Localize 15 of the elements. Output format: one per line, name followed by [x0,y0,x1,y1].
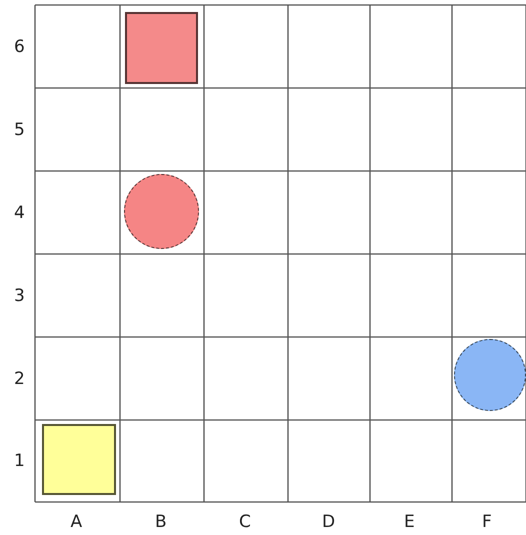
row-label: 3 [14,286,25,306]
column-label: E [404,512,415,532]
row-label: 6 [14,36,25,56]
row-label: 1 [14,451,25,471]
column-label: F [482,512,492,532]
column-label: A [70,512,82,532]
row-label: 5 [14,120,25,140]
square-token [125,12,198,84]
circle-token [454,339,526,411]
row-label: 4 [14,202,25,222]
square-token [42,424,116,495]
row-label: 2 [14,368,25,388]
column-label: D [322,512,336,532]
column-label: C [239,512,251,532]
column-label: B [155,512,167,532]
